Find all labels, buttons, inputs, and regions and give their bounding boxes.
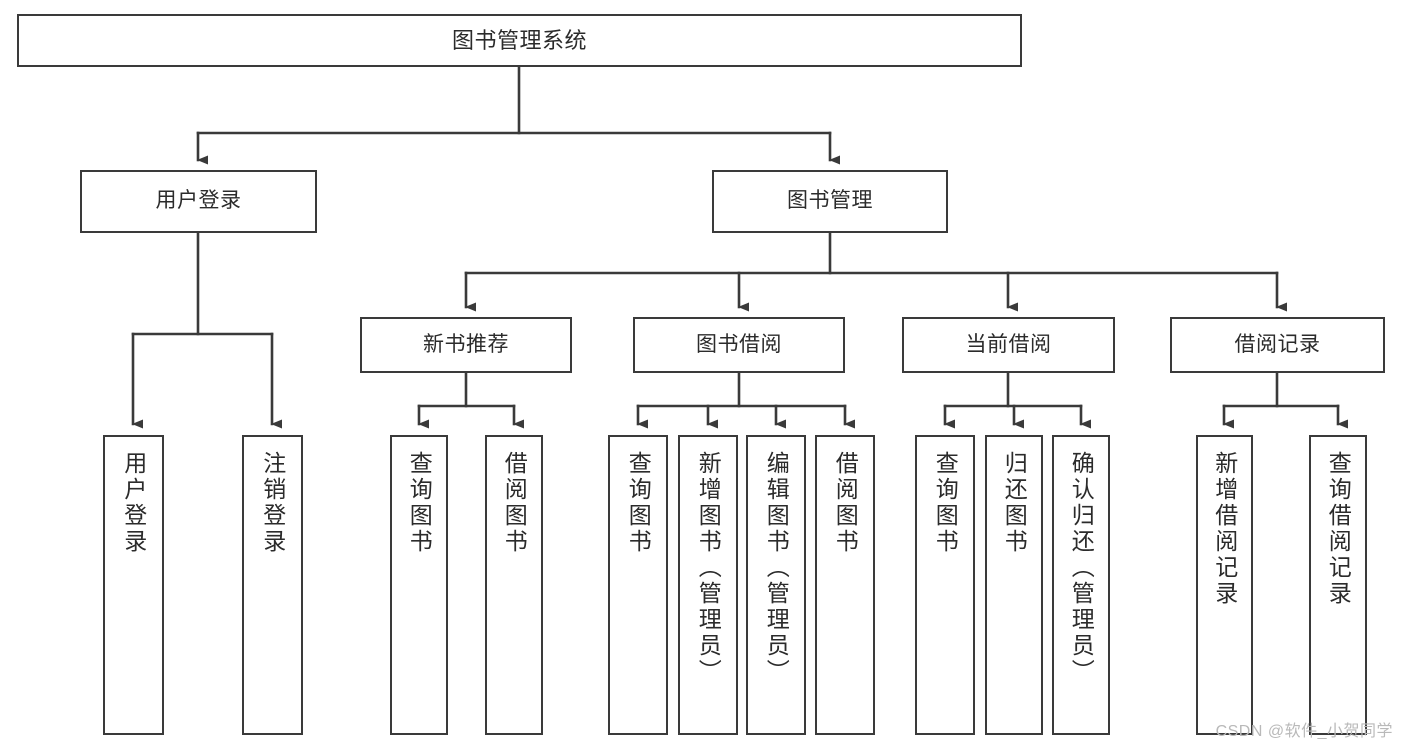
node-label: 借阅记录 <box>1234 332 1321 356</box>
leaf-edit-book-admin[interactable]: 编辑图书（管理员） <box>746 435 806 735</box>
node-label: 用户登录 <box>120 451 147 555</box>
node-label: 查询图书 <box>932 451 959 555</box>
leaf-user-login[interactable]: 用户登录 <box>103 435 164 735</box>
leaf-borrow-book-bb[interactable]: 借阅图书 <box>815 435 875 735</box>
node-label: 查询借阅记录 <box>1325 451 1352 607</box>
leaf-query-book-cb[interactable]: 查询图书 <box>915 435 975 735</box>
leaf-confirm-return-admin[interactable]: 确认归还（管理员） <box>1052 435 1110 735</box>
node-label: 新增借阅记录 <box>1211 451 1238 607</box>
node-label: 确认归还（管理员） <box>1068 451 1095 685</box>
leaf-query-borrow-record[interactable]: 查询借阅记录 <box>1309 435 1367 735</box>
node-label: 归还图书 <box>1001 451 1028 555</box>
node-label: 用户登录 <box>155 189 242 213</box>
node-book-management[interactable]: 图书管理 <box>712 170 948 233</box>
node-user-login[interactable]: 用户登录 <box>80 170 317 233</box>
node-label: 图书借阅 <box>696 332 782 356</box>
node-label: 注销登录 <box>259 451 286 555</box>
node-label: 编辑图书（管理员） <box>763 451 790 685</box>
leaf-logout[interactable]: 注销登录 <box>242 435 303 735</box>
node-book-borrow[interactable]: 图书借阅 <box>633 317 845 373</box>
node-label: 查询图书 <box>625 451 652 555</box>
node-label: 查询图书 <box>406 451 433 555</box>
node-root-system[interactable]: 图书管理系统 <box>17 14 1022 67</box>
leaf-query-book-bb[interactable]: 查询图书 <box>608 435 668 735</box>
leaf-add-book-admin[interactable]: 新增图书（管理员） <box>678 435 738 735</box>
leaf-add-borrow-record[interactable]: 新增借阅记录 <box>1196 435 1253 735</box>
node-label: 图书管理 <box>787 189 873 213</box>
leaf-query-book-nbr[interactable]: 查询图书 <box>390 435 448 735</box>
csdn-watermark: CSDN @软件_小贺同学 <box>1215 723 1393 740</box>
node-label: 借阅图书 <box>501 451 528 555</box>
node-borrow-record[interactable]: 借阅记录 <box>1170 317 1385 373</box>
leaf-borrow-book-nbr[interactable]: 借阅图书 <box>485 435 543 735</box>
node-label: 图书管理系统 <box>451 27 587 53</box>
leaf-return-book[interactable]: 归还图书 <box>985 435 1043 735</box>
node-label: 当前借阅 <box>965 332 1052 356</box>
node-label: 新书推荐 <box>423 332 509 356</box>
node-current-borrow[interactable]: 当前借阅 <box>902 317 1115 373</box>
node-label: 借阅图书 <box>832 451 859 555</box>
node-label: 新增图书（管理员） <box>695 451 722 685</box>
node-new-book-recommend[interactable]: 新书推荐 <box>360 317 572 373</box>
